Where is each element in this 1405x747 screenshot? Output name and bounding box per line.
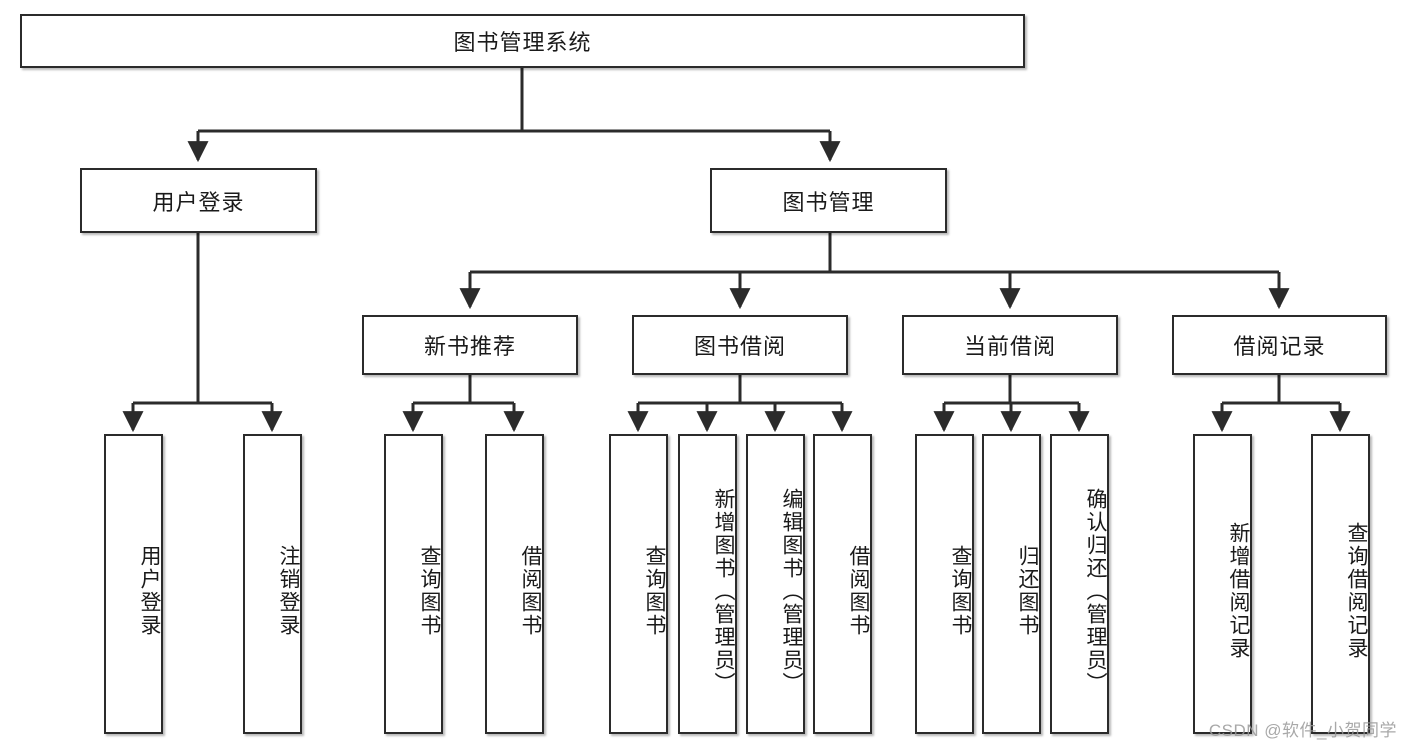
node-leaf-confirm-return-label: 确认归还（管理员） <box>1084 487 1107 695</box>
node-leaf-query-book-1-label: 查询图书 <box>418 545 441 637</box>
node-leaf-user-login[interactable]: 用户登录 <box>104 434 163 734</box>
node-leaf-edit-book-label: 编辑图书（管理员） <box>780 487 803 695</box>
node-book-borrow[interactable]: 图书借阅 <box>632 315 848 375</box>
node-leaf-confirm-return[interactable]: 确认归还（管理员） <box>1050 434 1109 734</box>
node-user-login[interactable]: 用户登录 <box>80 168 317 233</box>
node-new-book-rec-label: 新书推荐 <box>423 334 516 359</box>
node-leaf-query-book-2[interactable]: 查询图书 <box>609 434 668 734</box>
node-leaf-query-record[interactable]: 查询借阅记录 <box>1311 434 1370 734</box>
node-root[interactable]: 图书管理系统 <box>20 14 1025 68</box>
node-leaf-query-record-label: 查询借阅记录 <box>1345 522 1368 660</box>
node-current-borrow-label: 当前借阅 <box>963 334 1056 359</box>
node-leaf-logout-label: 注销登录 <box>277 545 300 637</box>
node-borrow-record[interactable]: 借阅记录 <box>1172 315 1387 375</box>
node-book-borrow-label: 图书借阅 <box>693 334 786 359</box>
node-leaf-query-book-3-label: 查询图书 <box>949 545 972 637</box>
node-leaf-borrow-book-2[interactable]: 借阅图书 <box>813 434 872 734</box>
node-leaf-query-book-3[interactable]: 查询图书 <box>915 434 974 734</box>
node-borrow-record-label: 借阅记录 <box>1233 334 1326 359</box>
node-leaf-query-book-2-label: 查询图书 <box>643 545 666 637</box>
node-current-borrow[interactable]: 当前借阅 <box>902 315 1118 375</box>
node-new-book-rec[interactable]: 新书推荐 <box>362 315 578 375</box>
node-leaf-edit-book[interactable]: 编辑图书（管理员） <box>746 434 805 734</box>
node-leaf-add-book[interactable]: 新增图书（管理员） <box>678 434 737 734</box>
node-leaf-add-record-label: 新增借阅记录 <box>1227 522 1250 660</box>
node-book-manage-label: 图书管理 <box>782 189 875 215</box>
node-leaf-query-book-1[interactable]: 查询图书 <box>384 434 443 734</box>
node-leaf-return-book[interactable]: 归还图书 <box>982 434 1041 734</box>
node-root-label: 图书管理系统 <box>453 30 592 55</box>
node-leaf-add-book-label: 新增图书（管理员） <box>712 487 735 695</box>
node-leaf-user-login-label: 用户登录 <box>138 545 161 637</box>
node-book-manage[interactable]: 图书管理 <box>710 168 947 233</box>
node-leaf-borrow-book-1-label: 借阅图书 <box>519 545 542 637</box>
node-leaf-borrow-book-2-label: 借阅图书 <box>847 545 870 637</box>
node-leaf-add-record[interactable]: 新增借阅记录 <box>1193 434 1252 734</box>
node-leaf-return-book-label: 归还图书 <box>1016 545 1039 637</box>
node-leaf-logout[interactable]: 注销登录 <box>243 434 302 734</box>
node-leaf-borrow-book-1[interactable]: 借阅图书 <box>485 434 544 734</box>
node-user-login-label: 用户登录 <box>152 189 245 215</box>
